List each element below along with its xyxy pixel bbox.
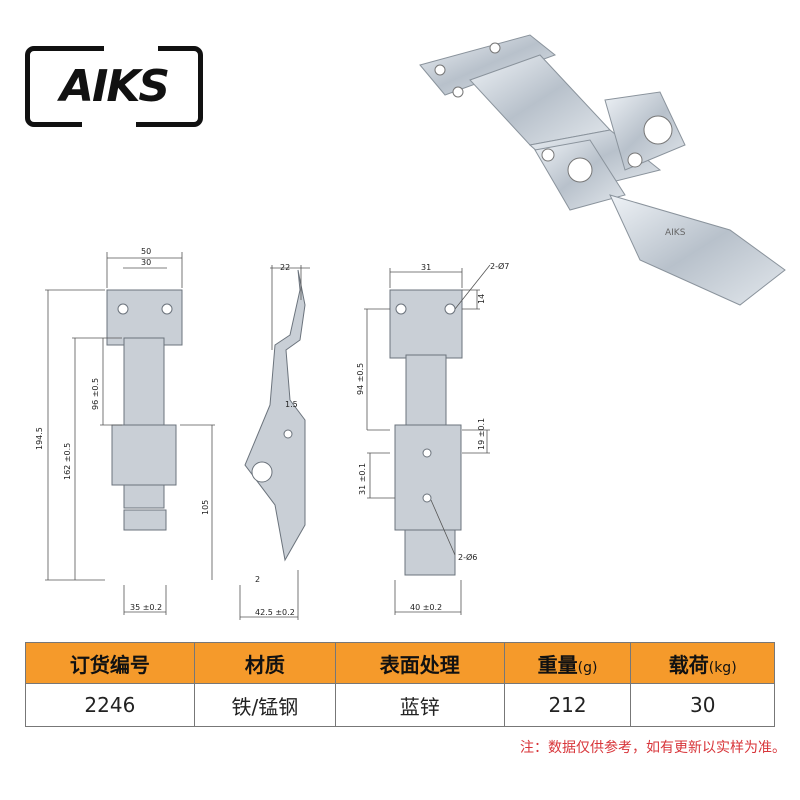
dim-side-thickness-2: 2	[255, 575, 260, 584]
dim-front-height-96: 96 ±0.5	[91, 378, 100, 410]
dim-front-height-162: 162 ±0.5	[63, 443, 72, 480]
side-view-pivot	[283, 429, 293, 439]
header-material: 材质	[193, 642, 336, 684]
product-render: AIKS	[419, 34, 786, 306]
dim-side-width-22: 22	[280, 263, 290, 272]
spec-table: 订货编号 材质 表面处理 重量(g) 载荷(kg) 2246 铁/锰钢 蓝锌 2…	[25, 642, 775, 727]
back-view-hole-lower	[422, 493, 432, 503]
back-view-hole-left	[395, 303, 407, 315]
logo-text: AIKS	[59, 61, 170, 112]
back-view-body	[394, 424, 462, 531]
dim-back-hole-7: 2-Ø7	[490, 261, 509, 271]
dim-front-width-30: 30	[141, 258, 151, 267]
back-view-hole-right	[444, 303, 456, 315]
front-view-hole-left	[117, 303, 129, 315]
front-view-mount-plate	[106, 289, 183, 346]
logo-frame-gap-top	[104, 45, 158, 55]
side-view-hole	[251, 461, 273, 483]
cell-material: 铁/锰钢	[193, 683, 336, 727]
dim-back-width-40: 40 ±0.2	[410, 603, 442, 612]
dim-back-width-31: 31	[421, 263, 431, 272]
header-surface-treatment: 表面处理	[334, 642, 505, 684]
cell-weight: 212	[503, 683, 632, 727]
brand-logo: AIKS	[25, 45, 203, 128]
dim-front-height-194: 194.5	[35, 427, 44, 450]
dim-front-height-105: 105	[201, 500, 210, 515]
dim-front-width-35: 35 ±0.2	[130, 603, 162, 612]
header-order-number: 订货编号	[25, 642, 195, 684]
technical-drawing: 50 30 194.5 162 ±0.5 96 ±0.5 105 35 ±0.2…	[35, 247, 509, 620]
back-view-strap	[405, 354, 447, 431]
dim-back-height-94: 94 ±0.5	[356, 363, 365, 395]
spec-table-header-row: 订货编号 材质 表面处理 重量(g) 载荷(kg)	[25, 642, 775, 684]
dim-front-width-50: 50	[141, 247, 151, 256]
disclaimer-note: 注：数据仅供参考，如有更新以实样为准。	[520, 740, 786, 756]
front-view-body	[111, 424, 177, 486]
product-logo-label: AIKS	[665, 228, 686, 238]
cell-surface-treatment: 蓝锌	[334, 683, 505, 727]
front-view-hook	[123, 509, 167, 531]
back-view-hole-upper	[422, 448, 432, 458]
dim-back-height-14: 14	[477, 294, 486, 304]
header-weight: 重量(g)	[503, 642, 632, 684]
cell-load: 30	[630, 683, 775, 727]
header-load: 载荷(kg)	[630, 642, 775, 684]
side-view-profile	[244, 269, 306, 562]
dim-back-height-19: 19 ±0.1	[477, 418, 486, 450]
dim-back-height-31: 31 ±0.1	[358, 463, 367, 495]
logo-frame-gap-bottom	[82, 118, 136, 128]
cell-order-number: 2246	[25, 683, 195, 727]
front-view-hole-right	[161, 303, 173, 315]
back-view-mount-plate	[389, 289, 463, 359]
dim-side-width-42: 42.5 ±0.2	[255, 608, 295, 617]
back-view-hook	[404, 529, 456, 576]
dim-side-thickness-15: 1.5	[285, 400, 298, 409]
table-row: 2246 铁/锰钢 蓝锌 212 30	[25, 683, 775, 727]
dim-back-hole-6: 2-Ø6	[458, 552, 477, 562]
